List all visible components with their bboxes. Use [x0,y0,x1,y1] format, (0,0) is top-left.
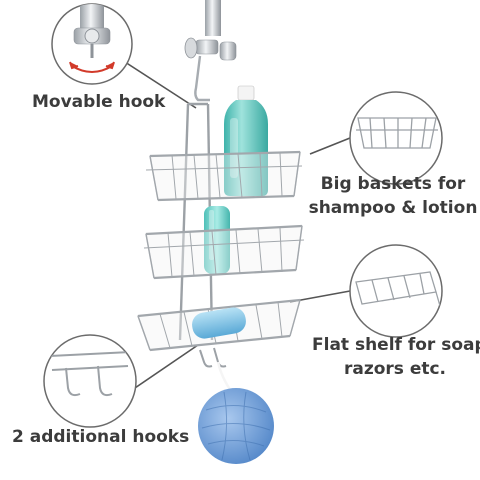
shampoo-bottle [224,85,268,196]
double-hook-icon [43,334,137,428]
bath-sponge [198,388,274,464]
wire-basket-icon [349,91,443,185]
lotion-tube [204,206,230,274]
soap-bar [192,307,246,339]
flat-shelf-label: Flat shelf for soap, razors etc. [312,333,480,381]
basket-middle [143,224,305,280]
shower-caddy [137,0,305,464]
big-baskets-label-line2: shampoo & lotion [308,198,478,218]
hook-rotation-arrows-icon [69,61,115,73]
callout-connector-lines [124,61,351,391]
basket-top [145,150,303,202]
additional-hooks-label: 2 additional hooks [12,427,190,447]
big-baskets-label-line1: Big baskets for [320,174,466,194]
flat-shelf-label-line2: razors etc. [343,359,447,379]
movable-hook-label: Movable hook [32,92,166,112]
big-baskets-label: Big baskets for shampoo & lotion [308,172,478,220]
movable-hook-callout [51,3,133,85]
flat-shelf-label-line1: Flat shelf for soap, [312,335,480,355]
flat-wire-shelf-icon [349,244,443,338]
